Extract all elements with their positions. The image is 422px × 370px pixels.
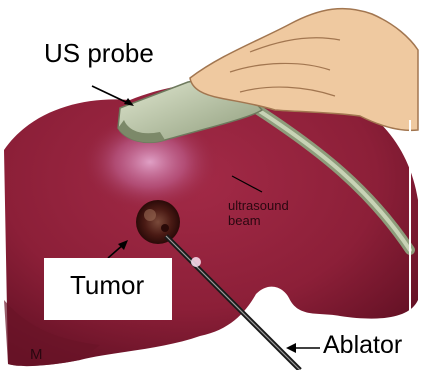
- tumor-mass: [136, 200, 180, 244]
- tumor-label: Tumor: [70, 270, 144, 301]
- probe-label: US probe: [44, 38, 154, 69]
- corner-mark: M: [30, 346, 43, 363]
- ablator-label: Ablator: [323, 331, 402, 360]
- beam-label: ultrasound beam: [228, 198, 289, 228]
